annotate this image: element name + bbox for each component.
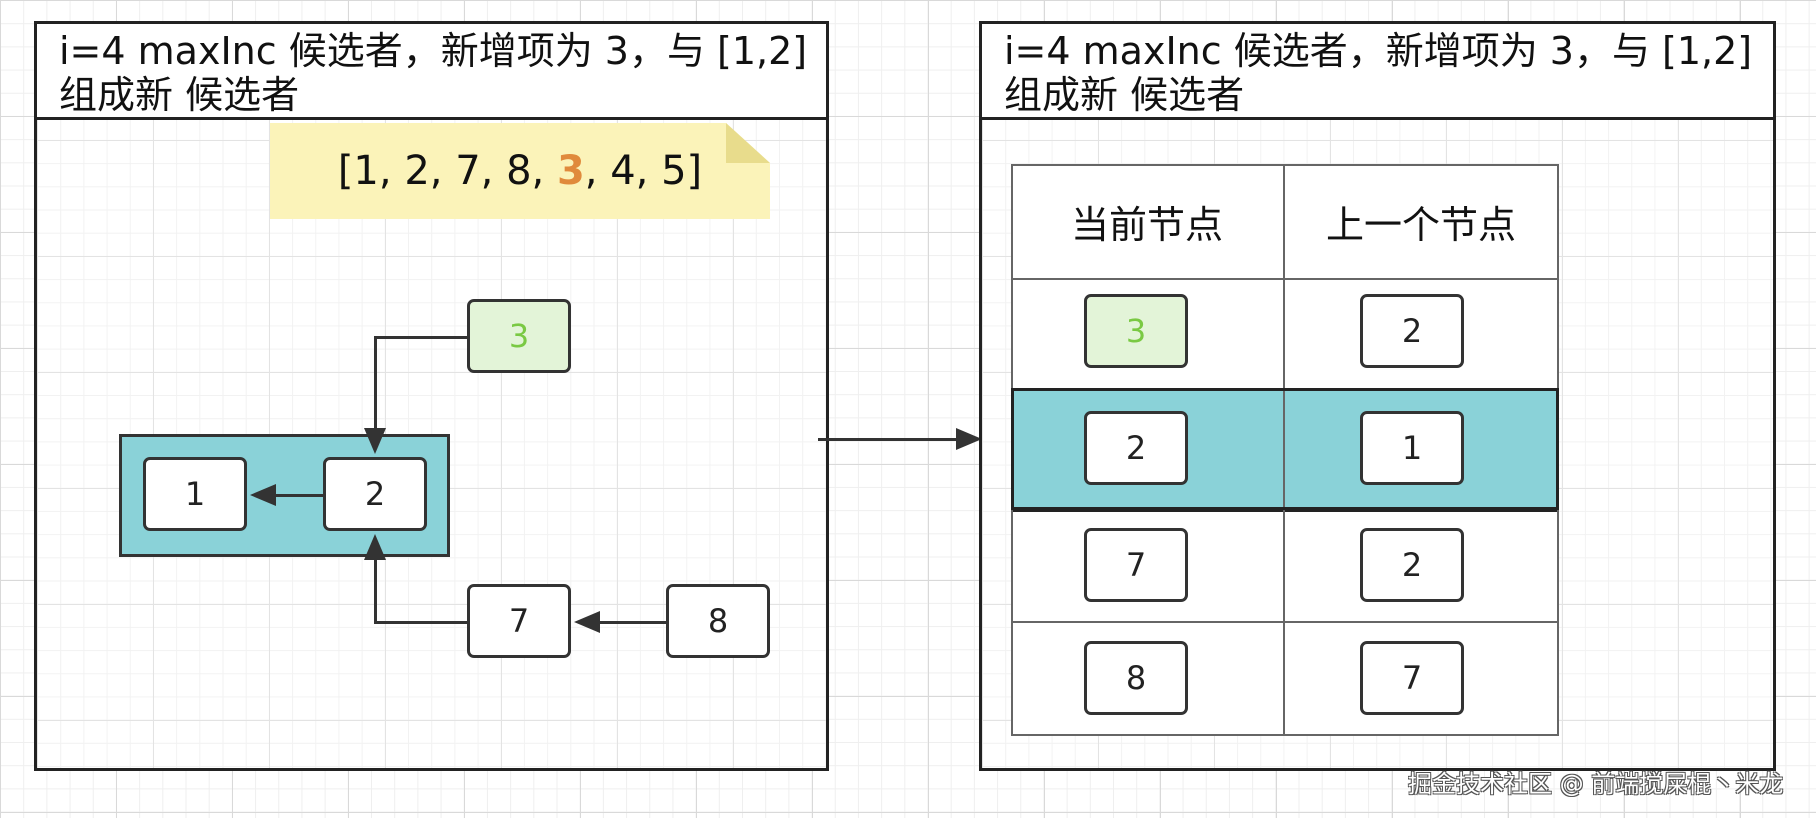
left-panel-title: i=4 maxInc 候选者，新增项为 3，与 [1,2] 组成新 候选者 [37,24,826,120]
node-2: 2 [323,457,427,531]
arrow-into-node-2-top [364,428,386,454]
table-border-row-1 [1011,278,1559,280]
table-border-row-3 [1011,509,1559,512]
transition-line [818,438,956,441]
right-title-line-2: 组成新 候选者 [1004,73,1245,117]
note-prefix: [1, 2, 7, 8, [337,148,557,194]
node-table: 当前节点 上一个节点 3 2 2 1 7 2 8 7 [1011,164,1559,736]
edge-3-to-2-h [374,336,469,339]
left-title-line-2: 组成新 候选者 [59,73,300,117]
table-border-right [1557,164,1559,736]
row-1-current: 3 [1084,294,1188,368]
table-border-row-4 [1011,621,1559,623]
arrow-into-node-1 [250,484,276,506]
table-border-middle [1283,164,1285,736]
watermark: 掘金技术社区 @ 前端搅屎棍丶米龙 [1408,770,1784,798]
right-panel-title: i=4 maxInc 候选者，新增项为 3，与 [1,2] 组成新 候选者 [982,24,1773,120]
row-3-previous: 2 [1360,528,1464,602]
row-3-current: 7 [1084,528,1188,602]
row-2-previous: 1 [1360,411,1464,485]
row-1-previous: 2 [1360,294,1464,368]
header-current-node: 当前节点 [1070,202,1223,247]
edge-7-to-2-h [374,621,469,624]
node-1: 1 [143,457,247,531]
edge-7-to-2-v [374,560,377,623]
header-previous-node: 上一个节点 [1325,202,1516,247]
arrow-into-node-2-bottom [364,534,386,560]
arrow-into-node-7 [574,611,600,633]
node-3-new: 3 [467,299,571,373]
row-4-previous: 7 [1360,641,1464,715]
edge-2-to-1 [276,494,324,497]
array-note: [1, 2, 7, 8, 3, 4, 5] [270,123,770,219]
left-title-line-1: i=4 maxInc 候选者，新增项为 3，与 [1,2] [59,29,808,73]
node-8: 8 [666,584,770,658]
table-border-bottom [1011,734,1559,736]
note-suffix: , 4, 5] [584,148,703,194]
transition-arrow-icon [956,428,982,450]
edge-3-to-2-v [374,336,377,430]
edge-8-to-7 [600,621,668,624]
right-title-line-1: i=4 maxInc 候选者，新增项为 3，与 [1,2] [1004,29,1753,73]
row-4-current: 8 [1084,641,1188,715]
note-highlight: 3 [556,148,585,194]
table-border-top [1011,164,1559,166]
row-2-current: 2 [1084,411,1188,485]
table-border-row-2 [1011,388,1559,391]
node-7: 7 [467,584,571,658]
